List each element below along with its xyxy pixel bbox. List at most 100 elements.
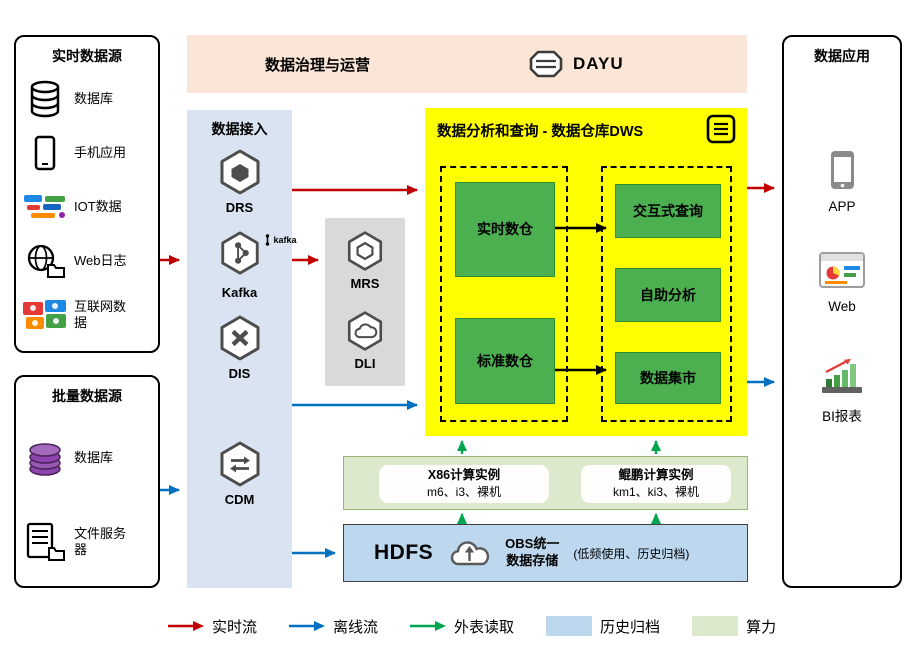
source-label: 手机应用 [74,144,127,160]
obs-note: (低频使用、历史归档) [573,546,690,561]
bi-report-icon [822,359,862,393]
obs-title-line1: OBS统一 [505,536,560,552]
drs-icon [220,149,259,195]
analysis-group: 交互式查询 自助分析 数据集市 [601,166,732,422]
green-arrow-icon [410,621,447,631]
database-purple-icon [16,438,74,478]
warehouse-standard: 标准数仓 [455,318,555,404]
legend-realtime-flow: 实时流 [168,616,257,637]
dli-service: DLI [325,310,405,371]
source-item-iot: IOT数据 [16,180,158,234]
iot-icon [16,192,74,222]
governance-title: 数据治理与运营 [265,56,371,74]
app-label: BI报表 [822,409,862,424]
processing-panel: MRS DLI [325,218,405,386]
self-analysis-box: 自助分析 [615,268,721,322]
dis-service: DIS [187,314,292,381]
legend-external-read: 外表读取 [410,616,514,637]
storage-strip: HDFS OBS统一 数据存储 (低频使用、历史归档) [343,524,748,582]
drs-label: DRS [225,200,254,215]
dis-label: DIS [228,366,251,381]
kunpeng-spec: km1、ki3、裸机 [612,485,699,500]
cdm-service: CDM [187,440,292,507]
source-item-internet: 互联网数据 [16,288,158,342]
file-server-icon [16,522,74,562]
compute-strip: X86计算实例 m6、i3、裸机 鲲鹏计算实例 km1、ki3、裸机 [343,456,748,510]
kafka-wordmark-text: kafka [273,235,297,245]
kafka-service: kafka Kafka [187,230,297,300]
mrs-label: MRS [350,276,380,291]
kafka-label: Kafka [221,285,258,300]
mrs-service: MRS [325,230,405,291]
warehouse-realtime: 实时数仓 [455,182,555,277]
data-ingestion-title: 数据接入 [211,121,268,137]
x86-compute: X86计算实例 m6、i3、裸机 [379,465,549,503]
kunpeng-title: 鲲鹏计算实例 [618,468,694,483]
blue-swatch [546,616,593,636]
green-swatch [692,616,739,636]
dws-title: 数据分析和查询 - 数据仓库DWS [437,124,644,140]
source-label: 数据库 [74,90,114,106]
source-item-weblog: Web日志 [16,234,158,288]
app-item-web: Web [784,249,900,314]
dli-icon [347,311,383,351]
source-item-batch-database: 数据库 [16,416,158,500]
source-label: 文件服务器 [74,525,127,557]
source-item-mobile: 手机应用 [16,126,158,180]
dayu-text: DAYU [573,54,624,73]
applications-panel: 数据应用 APP Web [782,35,902,588]
interactive-query-box: 交互式查询 [615,184,721,238]
x86-spec: m6、i3、裸机 [426,485,501,500]
realtime-sources-title: 实时数据源 [52,48,122,64]
ledger-icon [706,114,736,144]
warehouse-group: 实时数仓 标准数仓 [440,166,568,422]
legend-compute-power: 算力 [692,616,776,637]
data-ingestion-panel: 数据接入 DRS [187,110,297,588]
kafka-icon [220,231,259,275]
source-label: 互联网数据 [74,298,127,330]
internet-data-icon [16,299,74,331]
mobile-app-icon [16,135,74,171]
batch-sources-title: 批量数据源 [52,388,122,404]
source-item-database: 数据库 [16,72,158,126]
hdfs-label: HDFS [374,541,434,564]
legend-offline-flow: 离线流 [289,616,378,637]
legend-label: 实时流 [212,618,258,636]
blue-arrow-icon [289,621,326,631]
source-item-file-server: 文件服务器 [16,500,158,584]
legend-history-archive: 历史归档 [546,616,660,637]
app-item-app: APP [784,149,900,214]
applications-title: 数据应用 [814,48,870,64]
cdm-label: CDM [224,492,255,507]
obs-title: OBS统一 数据存储 [505,536,559,570]
kafka-wordmark: kafka [263,234,297,246]
obs-cloud-icon [451,541,490,566]
kafka-wordmark-icon [265,234,269,246]
app-item-bi: BI报表 [784,355,900,425]
dis-icon [220,315,259,361]
app-label: APP [828,199,856,214]
realtime-sources-list: 数据库 手机应用 [16,66,158,342]
source-label: Web日志 [74,252,127,268]
data-mart-box: 数据集市 [615,352,721,404]
dayu-icon [529,50,563,78]
legend: 实时流 离线流 外表读取 历史归档 算力 [168,613,868,639]
mrs-icon [347,231,383,271]
web-log-icon [16,243,74,279]
web-icon [819,252,865,288]
dli-label: DLI [354,356,376,371]
app-icon [830,151,854,189]
source-label: 数据库 [74,449,114,465]
obs-title-line2: 数据存储 [506,553,559,568]
x86-title: X86计算实例 [427,468,501,483]
cdm-icon [220,441,259,487]
kunpeng-compute: 鲲鹏计算实例 km1、ki3、裸机 [581,465,731,503]
database-icon [16,79,74,119]
legend-label: 历史归档 [600,618,661,636]
dws-panel: 数据分析和查询 - 数据仓库DWS 实时数仓 标准数仓 交互式查询 自助分析 数… [425,108,747,436]
source-label: IOT数据 [74,198,122,214]
red-arrow-icon [168,621,204,631]
legend-label: 外表读取 [454,618,515,636]
legend-label: 离线流 [333,618,379,636]
